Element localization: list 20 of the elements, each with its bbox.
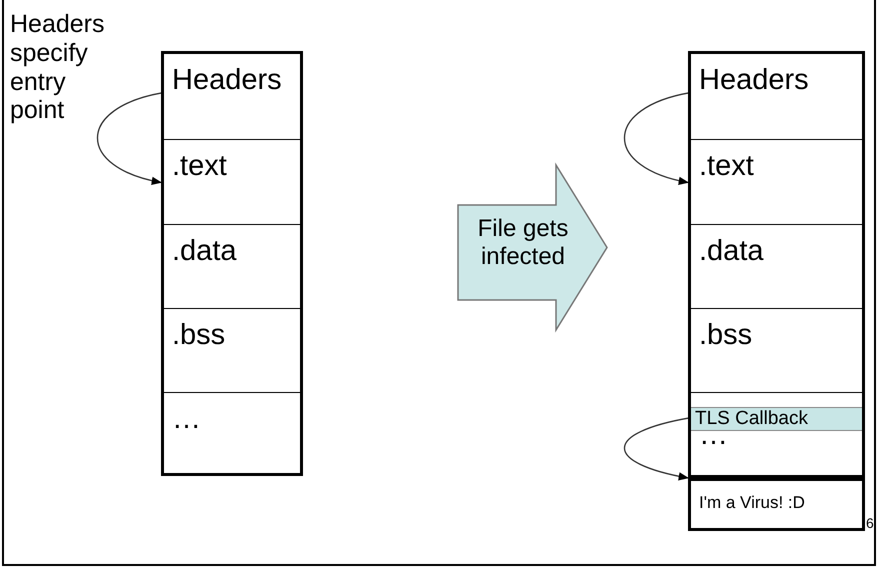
- arrow-label: File gets infected: [476, 215, 570, 271]
- section-name: I'm a Virus! :D: [699, 493, 805, 513]
- block-arrow: [458, 165, 607, 330]
- section-name: Headers: [699, 64, 809, 97]
- section-name: Headers: [172, 64, 282, 97]
- section-name: …: [172, 403, 201, 436]
- section-name: .text: [172, 150, 227, 183]
- page-number: 6: [866, 515, 875, 532]
- section-table: [688, 51, 865, 531]
- section-name: .text: [699, 150, 754, 183]
- section-name: .bss: [699, 319, 752, 352]
- curved-arrow: [96, 92, 164, 184]
- curved-arrow: [624, 417, 690, 480]
- section-name: .data: [699, 235, 764, 268]
- highlight-band: [691, 407, 862, 431]
- section-name: .data: [172, 235, 236, 268]
- section-table: [161, 51, 303, 476]
- curved-arrow: [624, 92, 690, 184]
- section-name: .bss: [172, 319, 226, 352]
- side-note: Headers specify entry point: [10, 10, 106, 125]
